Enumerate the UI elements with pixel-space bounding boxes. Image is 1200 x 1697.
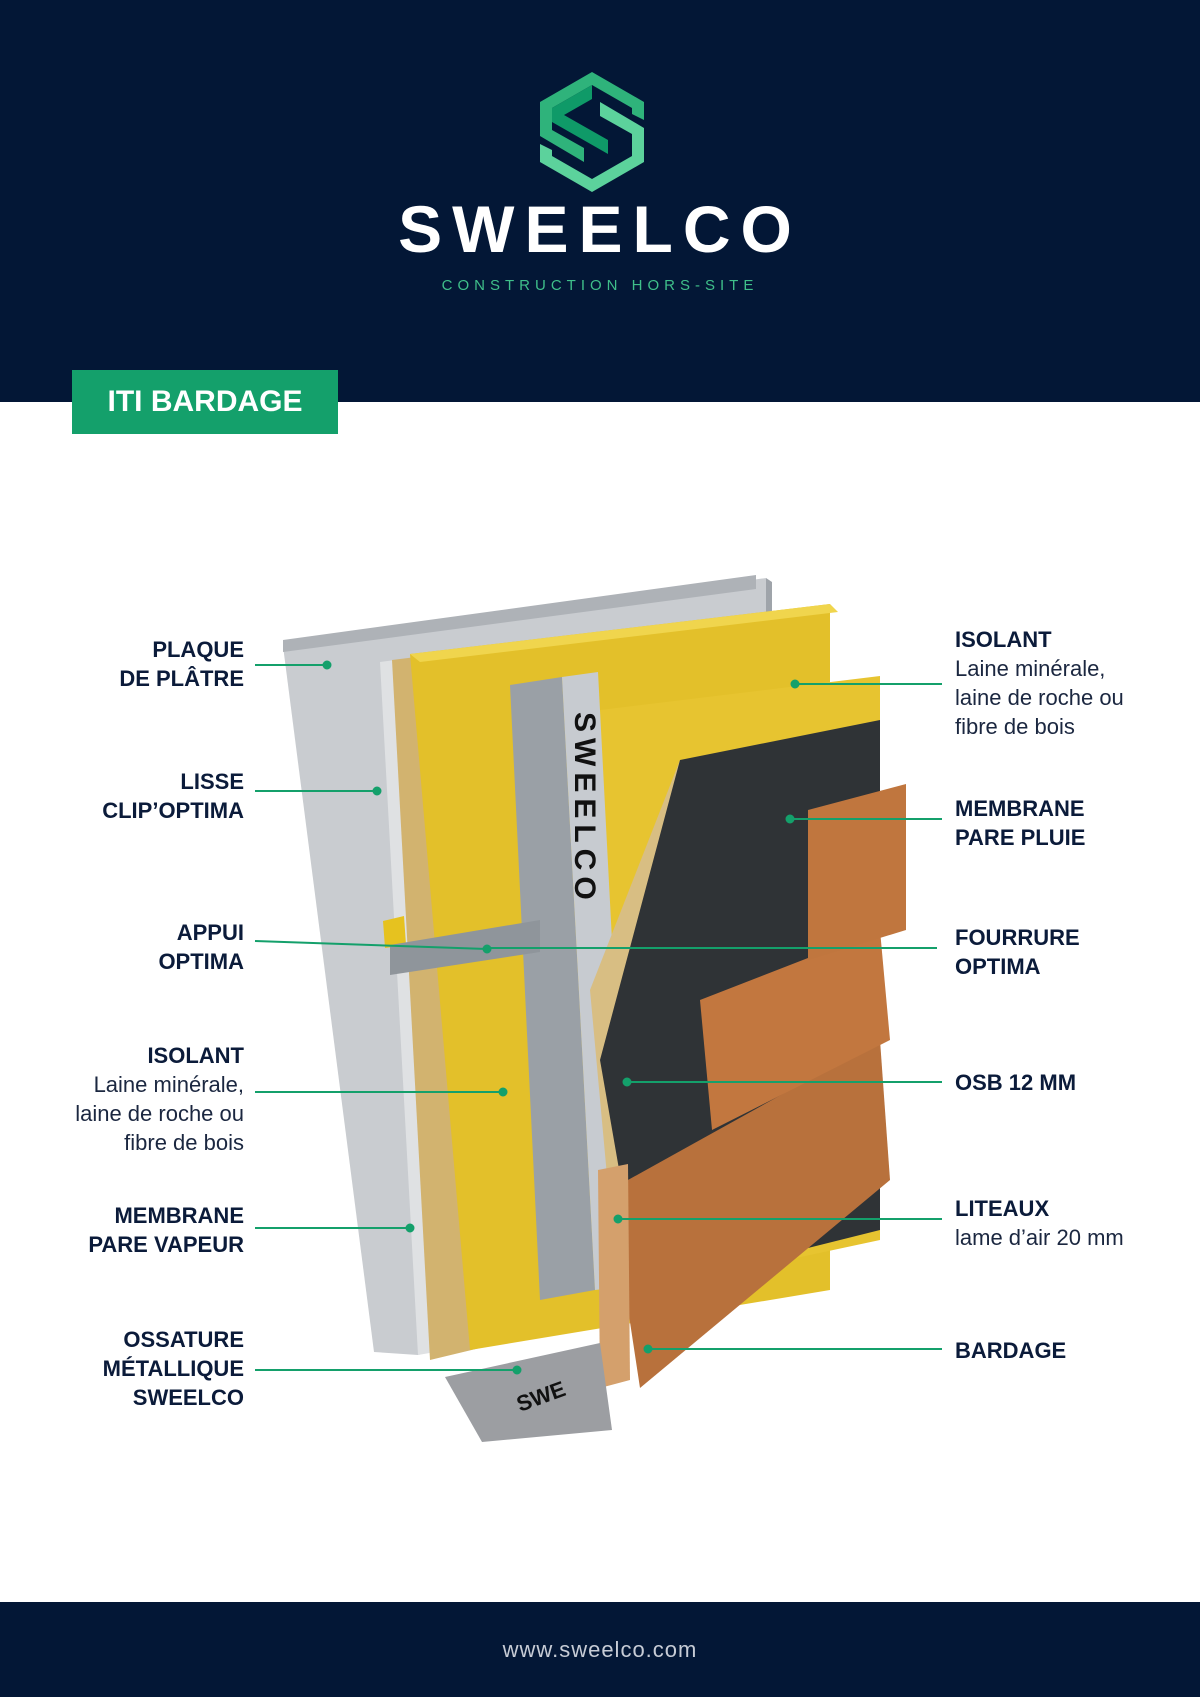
label-lisse-clip-optima: LISSE CLIP’OPTIMA	[102, 769, 244, 823]
hexagon-s-logo-icon	[540, 72, 644, 192]
label-liteaux: LITEAUX lame d’air 20 mm	[955, 1196, 1124, 1250]
label-osb-12mm: OSB 12 MM	[955, 1070, 1077, 1095]
label-membrane-pare-pluie: MEMBRANE PARE PLUIE	[955, 796, 1086, 850]
label-plaque-de-platre: PLAQUE DE PLÂTRE	[119, 637, 244, 691]
header-banner: SWEELCO CONSTRUCTION HORS-SITE	[0, 0, 1200, 402]
brand-tagline: CONSTRUCTION HORS-SITE	[441, 277, 759, 294]
appui-optima-clip	[383, 916, 406, 948]
label-isolant-right: ISOLANT Laine minérale, laine de roche o…	[955, 627, 1124, 739]
label-appui-optima: APPUI OPTIMA	[158, 920, 244, 974]
website-link[interactable]: www.sweelco.com	[502, 1637, 698, 1662]
label-membrane-pare-vapeur: MEMBRANE PARE VAPEUR	[88, 1203, 244, 1257]
stud-brand-print: SWEELCO	[568, 712, 601, 906]
cladding-boards	[610, 1040, 890, 1388]
label-isolant-left: ISOLANT Laine minérale, laine de roche o…	[75, 1043, 244, 1155]
base-rail	[445, 1343, 612, 1442]
label-bardage: BARDAGE	[955, 1338, 1067, 1363]
footer-banner: www.sweelco.com	[0, 1602, 1200, 1697]
label-ossature-metallique: OSSATURE MÉTALLIQUE SWEELCO	[102, 1327, 244, 1410]
label-fourrure-optima: FOURRURE OPTIMA	[955, 925, 1080, 979]
steel-stud	[510, 677, 595, 1300]
plasterboard-top-rail	[283, 575, 756, 652]
brand-wordmark: SWEELCO	[398, 192, 802, 266]
page-title: ITI BARDAGE	[72, 370, 338, 434]
